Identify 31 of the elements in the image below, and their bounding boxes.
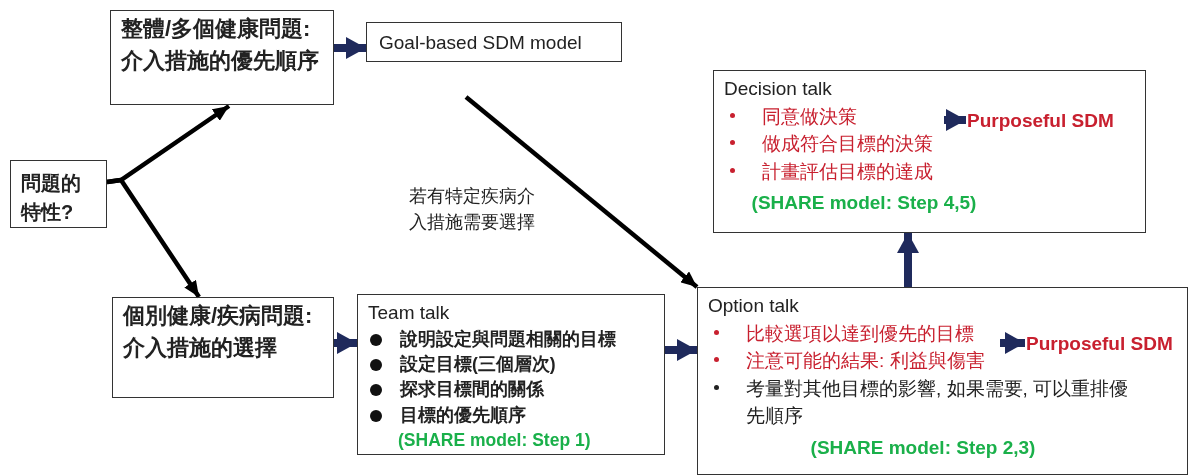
arrow: [106, 177, 201, 299]
bullet-text: 探求目標間的關係: [400, 378, 544, 402]
step-note: (SHARE model: Step 1): [397, 429, 592, 453]
panel-heading: Option talk: [708, 294, 800, 318]
box-label: Goal-based SDM model: [379, 31, 583, 55]
bullet-text: 做成符合目標的決策: [762, 132, 933, 157]
panel-box: [697, 287, 1188, 475]
text-box: [110, 10, 334, 105]
step-note: (SHARE model: Step 4,5): [750, 191, 978, 216]
bullet-text: 考量對其他目標的影響, 如果需要, 可以重排優先順序: [746, 376, 1130, 429]
panel-box: [713, 70, 1146, 233]
text-box: [112, 297, 334, 398]
box-label: 問題的特性?: [21, 171, 82, 225]
bullet-text: 比較選項以達到優先的目標: [746, 321, 974, 346]
text-box: [10, 160, 107, 228]
panel-heading: Team talk: [368, 301, 451, 325]
result-text: Purposeful SDM: [1026, 330, 1188, 360]
bullet-text: 同意做決策: [762, 104, 857, 129]
result-text: Purposeful SDM: [967, 107, 1137, 137]
step-note: (SHARE model: Step 2,3): [809, 435, 1037, 460]
box-label: 整體/多個健康問題: 介入措施的優先順序: [121, 15, 320, 75]
bullet-text: 計畫評估目標的達成: [762, 159, 933, 184]
bullet-text: 目標的優先順序: [400, 403, 526, 427]
panel-heading: Decision talk: [724, 77, 833, 101]
bullet-text: 說明設定與問題相關的目標: [400, 327, 616, 351]
text-box: [366, 22, 622, 62]
bullet-text: 設定目標(三個層次): [400, 352, 556, 376]
panel-box: [357, 294, 665, 455]
box-label: 個別健康/疾病問題: 介入措施的選擇: [123, 302, 314, 362]
arrow: [464, 95, 699, 289]
bullet-text: 注意可能的結果: 利益與傷害: [746, 349, 985, 374]
